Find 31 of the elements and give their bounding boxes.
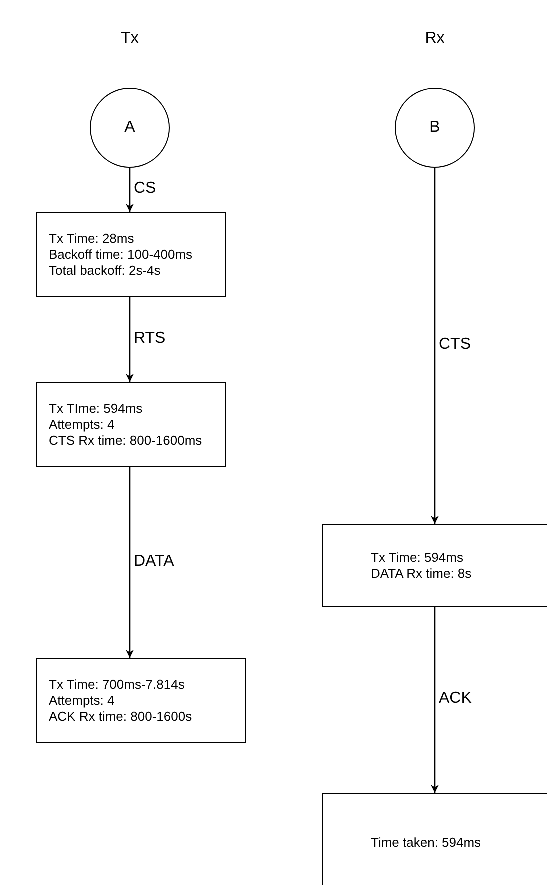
box-text: CTS Rx time: 800-1600ms xyxy=(49,432,202,448)
edge-label: CTS xyxy=(439,336,471,354)
box-text: Tx Time: 28ms xyxy=(49,230,134,246)
arrow xyxy=(126,297,134,382)
edge-label: RTS xyxy=(134,330,166,348)
edge-label: CS xyxy=(134,180,156,198)
process-box xyxy=(322,524,547,607)
edge-label: DATA xyxy=(134,552,174,570)
arrow xyxy=(431,607,439,793)
arrow xyxy=(431,168,439,524)
process-box xyxy=(36,658,246,743)
box-text: Time taken: 594ms xyxy=(371,835,482,851)
process-box xyxy=(36,212,226,297)
column-heading: Tx xyxy=(121,30,139,48)
box-text: DATA Rx time: 8s xyxy=(371,566,472,582)
box-text: Tx TIme: 594ms xyxy=(49,400,143,416)
arrow xyxy=(126,467,134,658)
process-box xyxy=(36,382,226,467)
box-text: Backoff time: 100-400ms xyxy=(49,246,193,262)
box-text: ACK Rx time: 800-1600s xyxy=(49,708,192,724)
arrow xyxy=(126,168,134,212)
box-text: Total backoff: 2s-4s xyxy=(49,262,161,278)
column-heading: Rx xyxy=(425,30,445,48)
box-text: Attempts: 4 xyxy=(49,416,115,432)
node-label: B xyxy=(430,119,440,137)
box-text: Attempts: 4 xyxy=(49,692,115,708)
edge-label: ACK xyxy=(439,690,472,708)
box-text: Tx Time: 700ms-7.814s xyxy=(49,676,185,692)
node-label: A xyxy=(124,119,136,137)
box-text: Tx Time: 594ms xyxy=(371,550,464,566)
process-box xyxy=(322,793,547,885)
